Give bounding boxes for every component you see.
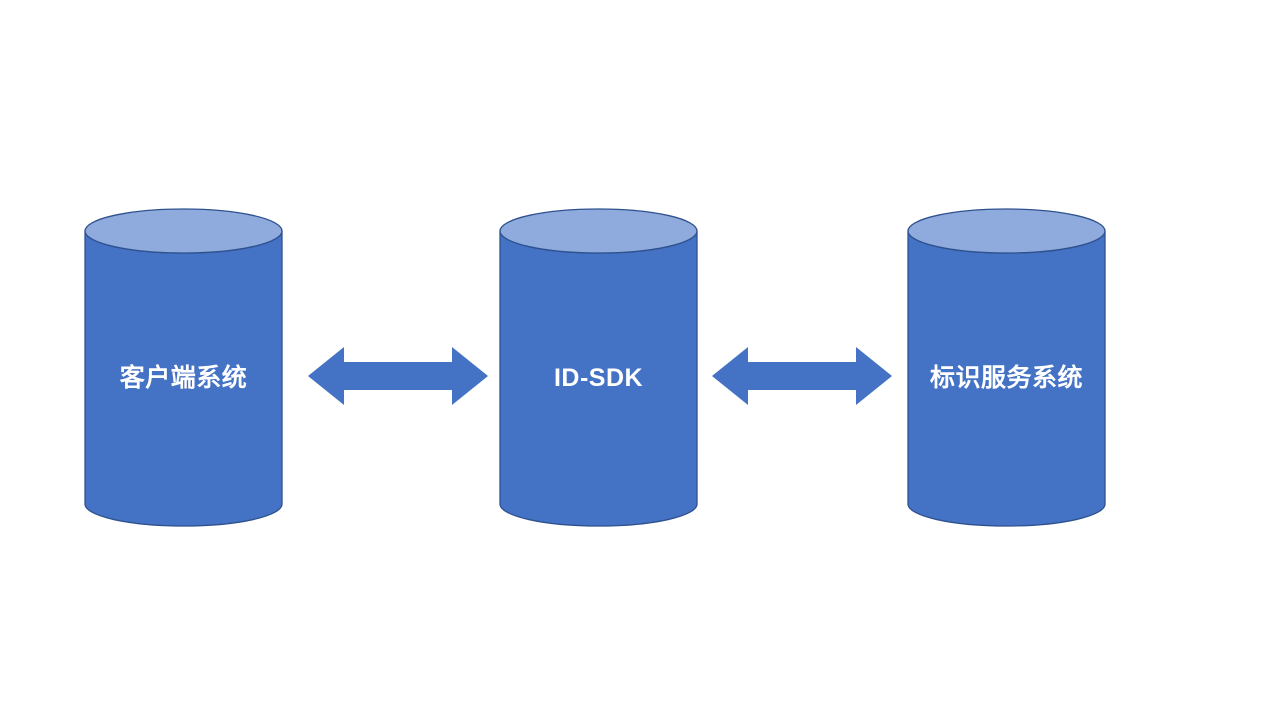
cylinder-label-client-system: 客户端系统 <box>119 364 248 392</box>
double-arrow-shape <box>712 347 892 405</box>
cylinder-id-sdk: ID-SDK <box>499 208 698 527</box>
cylinder-shape <box>84 208 283 527</box>
double-arrow-shape <box>308 347 488 405</box>
double-arrow-client-idsdk <box>308 347 488 405</box>
cylinder-top-ellipse <box>907 208 1106 254</box>
cylinder-top-ellipse <box>499 208 698 254</box>
cylinder-shape <box>499 208 698 527</box>
double-arrow-idsdk-service <box>712 347 892 405</box>
cylinder-top-ellipse <box>84 208 283 254</box>
cylinder-label-id-sdk: ID-SDK <box>553 364 644 392</box>
cylinder-label-identifier-service-system: 标识服务系统 <box>929 364 1083 392</box>
cylinder-shape <box>907 208 1106 527</box>
cylinder-identifier-service-system: 标识服务系统 <box>907 208 1106 527</box>
cylinder-client-system: 客户端系统 <box>84 208 283 527</box>
